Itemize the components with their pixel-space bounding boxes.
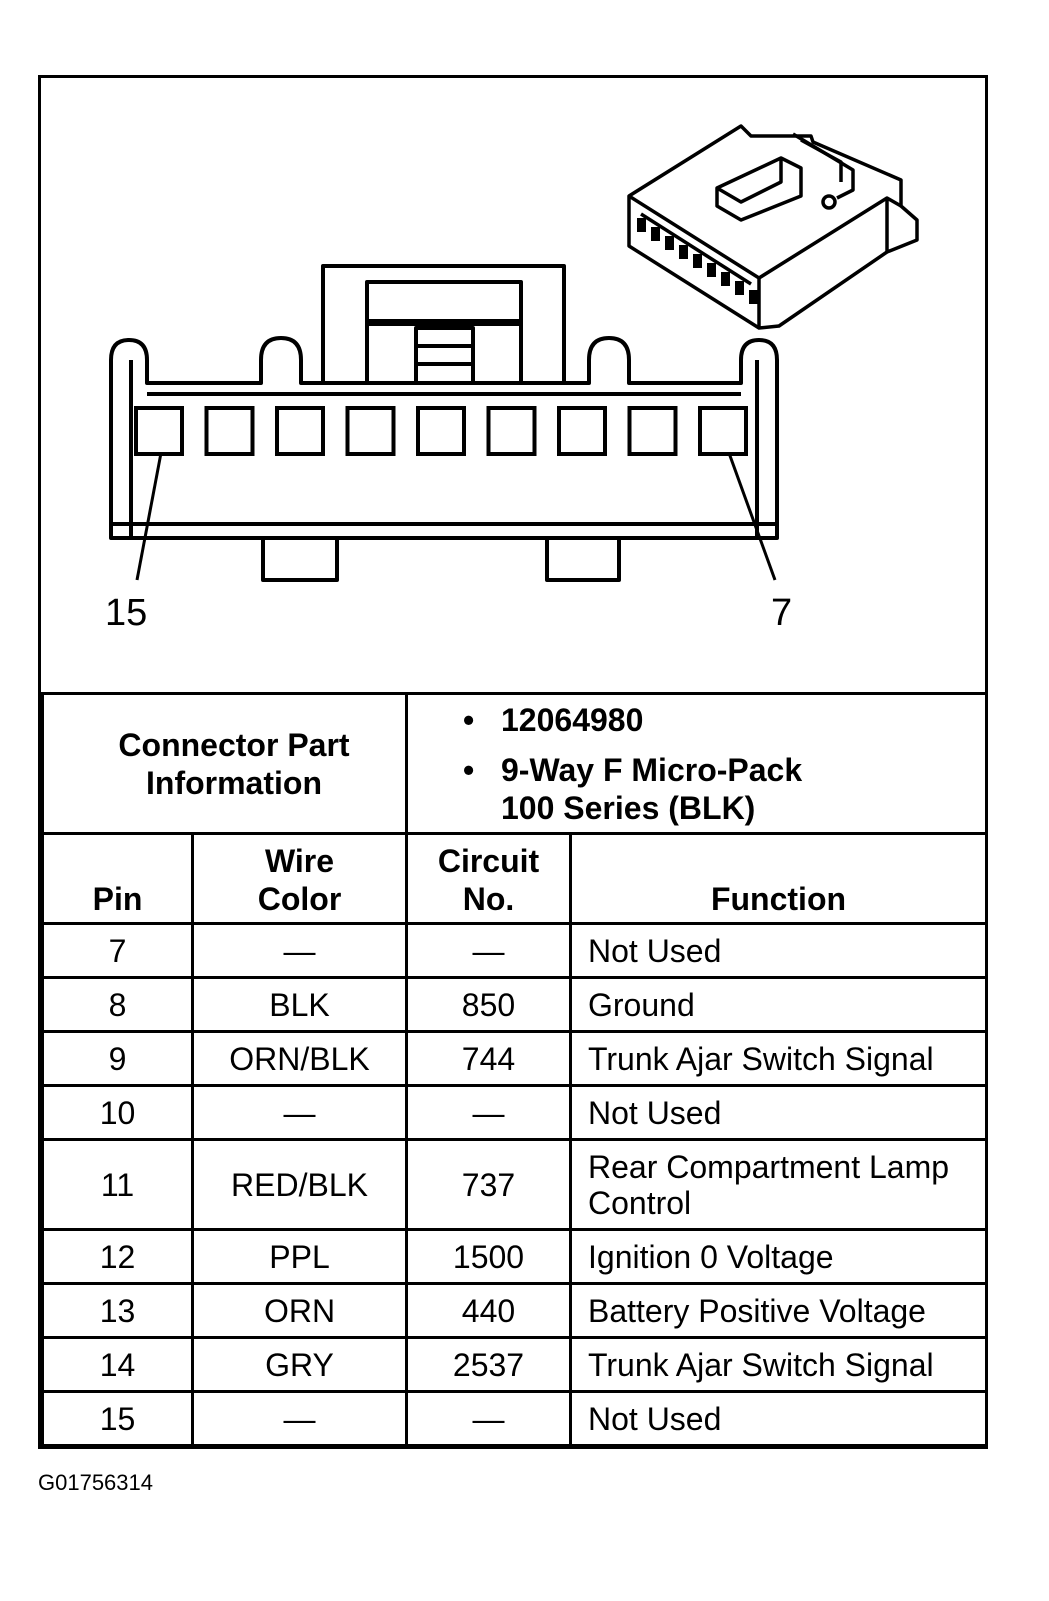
function-cell: Rear Compartment Lamp Control <box>569 1138 988 1231</box>
connector-face-drawing <box>109 124 919 582</box>
circuit-cell: — <box>405 1390 572 1447</box>
pin-cavity <box>698 406 748 456</box>
pin-cell: 7 <box>41 922 194 979</box>
pin-cell: 12 <box>41 1228 194 1285</box>
circuit-cell: 737 <box>405 1138 572 1231</box>
pin-cavity <box>275 406 325 456</box>
contact-window <box>707 263 716 277</box>
connector-type: 9-Way F Micro-Pack 100 Series (BLK) <box>463 751 841 827</box>
table-row: 15——Not Used <box>41 1390 988 1447</box>
wire-color-cell: — <box>191 1390 408 1447</box>
part-info-label: Connector Part Information <box>118 726 350 801</box>
wire-color-cell: PPL <box>191 1228 408 1285</box>
pin-cell: 15 <box>41 1390 194 1447</box>
circuit-cell: 850 <box>405 976 572 1033</box>
wire-color-cell: RED/BLK <box>191 1138 408 1231</box>
connector-figure-frame: 15 7 Connector Part Information 12064980… <box>38 75 988 1449</box>
function-cell: Trunk Ajar Switch Signal <box>569 1030 988 1087</box>
part-info-label-cell: Connector Part Information <box>41 692 408 835</box>
pin-cavity <box>557 406 607 456</box>
wire-color-cell: BLK <box>191 976 408 1033</box>
circuit-column-header: Circuit No. <box>405 832 572 925</box>
function-cell: Not Used <box>569 1084 988 1141</box>
pin-column-header: Pin <box>41 832 194 925</box>
connector-diagram: 15 7 <box>41 78 985 692</box>
circuit-cell: 2537 <box>405 1336 572 1393</box>
contact-window <box>721 272 730 286</box>
function-cell: Trunk Ajar Switch Signal <box>569 1336 988 1393</box>
part-number: 12064980 <box>463 701 985 739</box>
function-cell: Not Used <box>569 922 988 979</box>
contact-window <box>651 227 660 241</box>
wire-color-cell: — <box>191 1084 408 1141</box>
function-column-header: Function <box>569 832 988 925</box>
pin-cell: 14 <box>41 1336 194 1393</box>
wire-color-column-header: Wire Color <box>191 832 408 925</box>
function-cell: Ground <box>569 976 988 1033</box>
part-info-list: 12064980 9-Way F Micro-Pack 100 Series (… <box>463 701 985 827</box>
contact-window <box>749 290 758 304</box>
function-cell: Not Used <box>569 1390 988 1447</box>
circuit-cell: — <box>405 1084 572 1141</box>
part-info-values-cell: 12064980 9-Way F Micro-Pack 100 Series (… <box>405 692 988 835</box>
circuit-cell: 744 <box>405 1030 572 1087</box>
part-info-row: Connector Part Information 12064980 9-Wa… <box>41 692 988 835</box>
figure-id: G01756314 <box>38 1470 153 1495</box>
contact-window <box>679 245 688 259</box>
contact-window <box>693 254 702 268</box>
pin-cavity <box>134 406 184 456</box>
pin-cell: 11 <box>41 1138 194 1231</box>
pin-cell: 10 <box>41 1084 194 1141</box>
contact-window <box>735 281 744 295</box>
table-row: 10——Not Used <box>41 1084 988 1141</box>
pin-cavity <box>627 406 678 456</box>
contact-window <box>637 218 646 232</box>
function-cell: Ignition 0 Voltage <box>569 1228 988 1285</box>
wire-color-cell: — <box>191 922 408 979</box>
contact-window <box>665 236 674 250</box>
circuit-cell: 440 <box>405 1282 572 1339</box>
pin-cavity <box>204 406 255 456</box>
pin-cavity <box>345 406 396 456</box>
pin-cell: 9 <box>41 1030 194 1087</box>
pin-cell: 13 <box>41 1282 194 1339</box>
column-header-row: Pin Wire Color Circuit No. Function <box>41 832 988 925</box>
wire-color-cell: ORN/BLK <box>191 1030 408 1087</box>
pin-cell: 8 <box>41 976 194 1033</box>
pinout-table: Connector Part Information 12064980 9-Wa… <box>41 692 988 1447</box>
left-pin-number: 15 <box>105 592 148 634</box>
function-cell: Battery Positive Voltage <box>569 1282 988 1339</box>
table-row: 7——Not Used <box>41 922 988 979</box>
right-pin-number: 7 <box>771 592 793 634</box>
circuit-cell: — <box>405 922 572 979</box>
circuit-cell: 1500 <box>405 1228 572 1285</box>
pin-cavity <box>486 406 537 456</box>
wire-color-cell: ORN <box>191 1282 408 1339</box>
wire-color-cell: GRY <box>191 1336 408 1393</box>
pin-cavity <box>416 406 466 456</box>
